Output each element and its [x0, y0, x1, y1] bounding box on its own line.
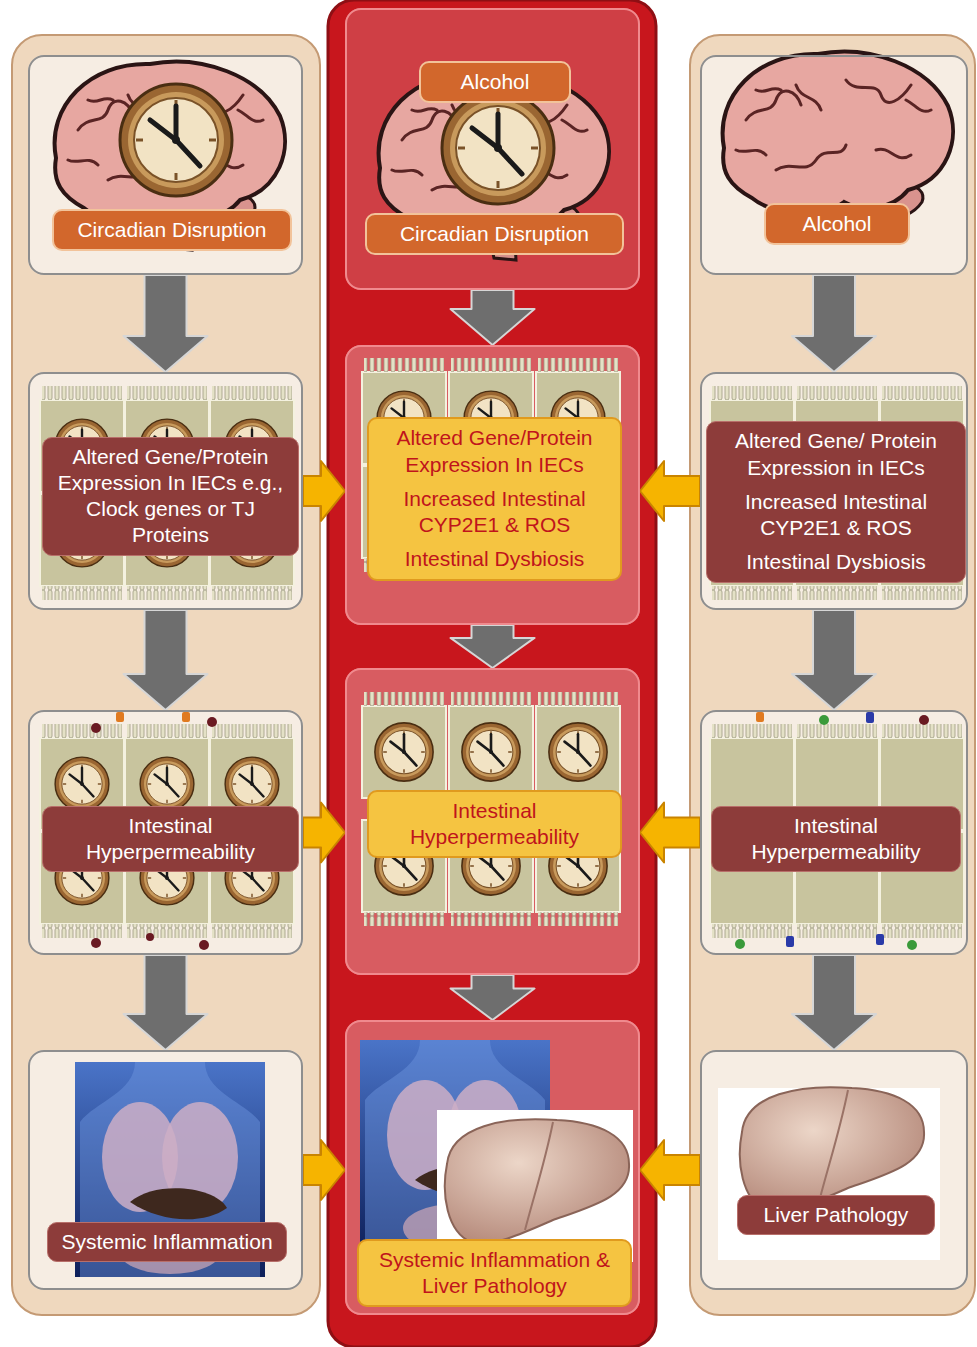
label-box: Systemic Inflammation & Liver Pathology: [357, 1239, 632, 1308]
panel-card: Altered Gene/ Protein Expression in IECs…: [700, 372, 968, 610]
node-label: Altered Gene/Protein Expression In IECs …: [51, 444, 290, 549]
card-grounds: [28, 8, 968, 1315]
intestinal-cells: [40, 358, 964, 938]
merge-arrow: [303, 461, 345, 521]
panel-card: Systemic Inflammation & Liver Pathology: [345, 1020, 640, 1315]
label-box: Circadian Disruption: [365, 213, 624, 255]
merge-arrow: [640, 461, 700, 521]
flow-arrow: [451, 625, 535, 668]
node-label: Intestinal Hyperpermeability: [51, 813, 290, 866]
merge-arrow: [640, 1140, 700, 1200]
merge-arrow: [303, 803, 345, 863]
label-box: Altered Gene/Protein Expression In IECsI…: [367, 417, 622, 580]
node-label: Liver Pathology: [746, 1202, 926, 1228]
node-label: Intestinal Hyperpermeability: [377, 798, 612, 851]
label-box: Alcohol: [419, 61, 571, 103]
label-box: Intestinal Hyperpermeability: [42, 806, 299, 873]
brain-clock-figures: [55, 52, 953, 260]
flow-arrow: [451, 975, 535, 1020]
panel-card: Intestinal Hyperpermeability: [345, 668, 640, 975]
label-box: Intestinal Hyperpermeability: [711, 806, 961, 873]
label-box: Circadian Disruption: [52, 209, 292, 251]
flow-arrow: [124, 955, 208, 1050]
node-label: Alcohol: [429, 69, 561, 95]
merge-arrow: [640, 803, 700, 863]
panel-card: AlcoholCircadian Disruption: [345, 8, 640, 290]
node-label: Circadian Disruption: [62, 217, 282, 243]
node-label: Alcohol: [774, 211, 900, 237]
panel-card: Altered Gene/Protein Expression In IECs …: [28, 372, 303, 610]
panel-card: Systemic Inflammation: [28, 1050, 303, 1290]
panel-card: Circadian Disruption: [28, 55, 303, 275]
panel-card: Liver Pathology: [700, 1050, 968, 1290]
label-box: Altered Gene/ Protein Expression in IECs…: [706, 421, 966, 582]
node-label: Intestinal Dysbiosis: [715, 549, 957, 575]
flow-arrow: [124, 610, 208, 710]
flow-arrow: [792, 955, 876, 1050]
node-label: Altered Gene/ Protein Expression in IECs: [715, 428, 957, 481]
node-label: Altered Gene/Protein Expression In IECs: [377, 425, 612, 478]
label-box: Liver Pathology: [737, 1195, 935, 1235]
node-label: Systemic Inflammation: [56, 1229, 278, 1255]
node-label: Increased Intestinal CYP2E1 & ROS: [715, 489, 957, 542]
flow-arrow: [124, 275, 208, 372]
node-label: Increased Intestinal CYP2E1 & ROS: [377, 486, 612, 539]
label-box: Intestinal Hyperpermeability: [367, 790, 622, 859]
panel-card: Intestinal Hyperpermeability: [28, 710, 303, 955]
column-panels: [12, 0, 975, 1347]
panel-card: Intestinal Hyperpermeability: [700, 710, 968, 955]
label-box: Altered Gene/Protein Expression In IECs …: [42, 437, 299, 556]
node-label: Systemic Inflammation & Liver Pathology: [367, 1247, 622, 1300]
flow-arrow: [451, 290, 535, 345]
node-label: Intestinal Dysbiosis: [377, 546, 612, 572]
label-box: Systemic Inflammation: [47, 1222, 287, 1262]
node-label: Intestinal Hyperpermeability: [720, 813, 952, 866]
merge-arrow: [303, 1140, 345, 1200]
flow-arrow: [792, 610, 876, 710]
panel-card: Altered Gene/Protein Expression In IECsI…: [345, 345, 640, 625]
flow-arrow: [792, 275, 876, 372]
node-label: Circadian Disruption: [375, 221, 614, 247]
panel-card: Alcohol: [700, 55, 968, 275]
label-box: Alcohol: [764, 203, 910, 245]
